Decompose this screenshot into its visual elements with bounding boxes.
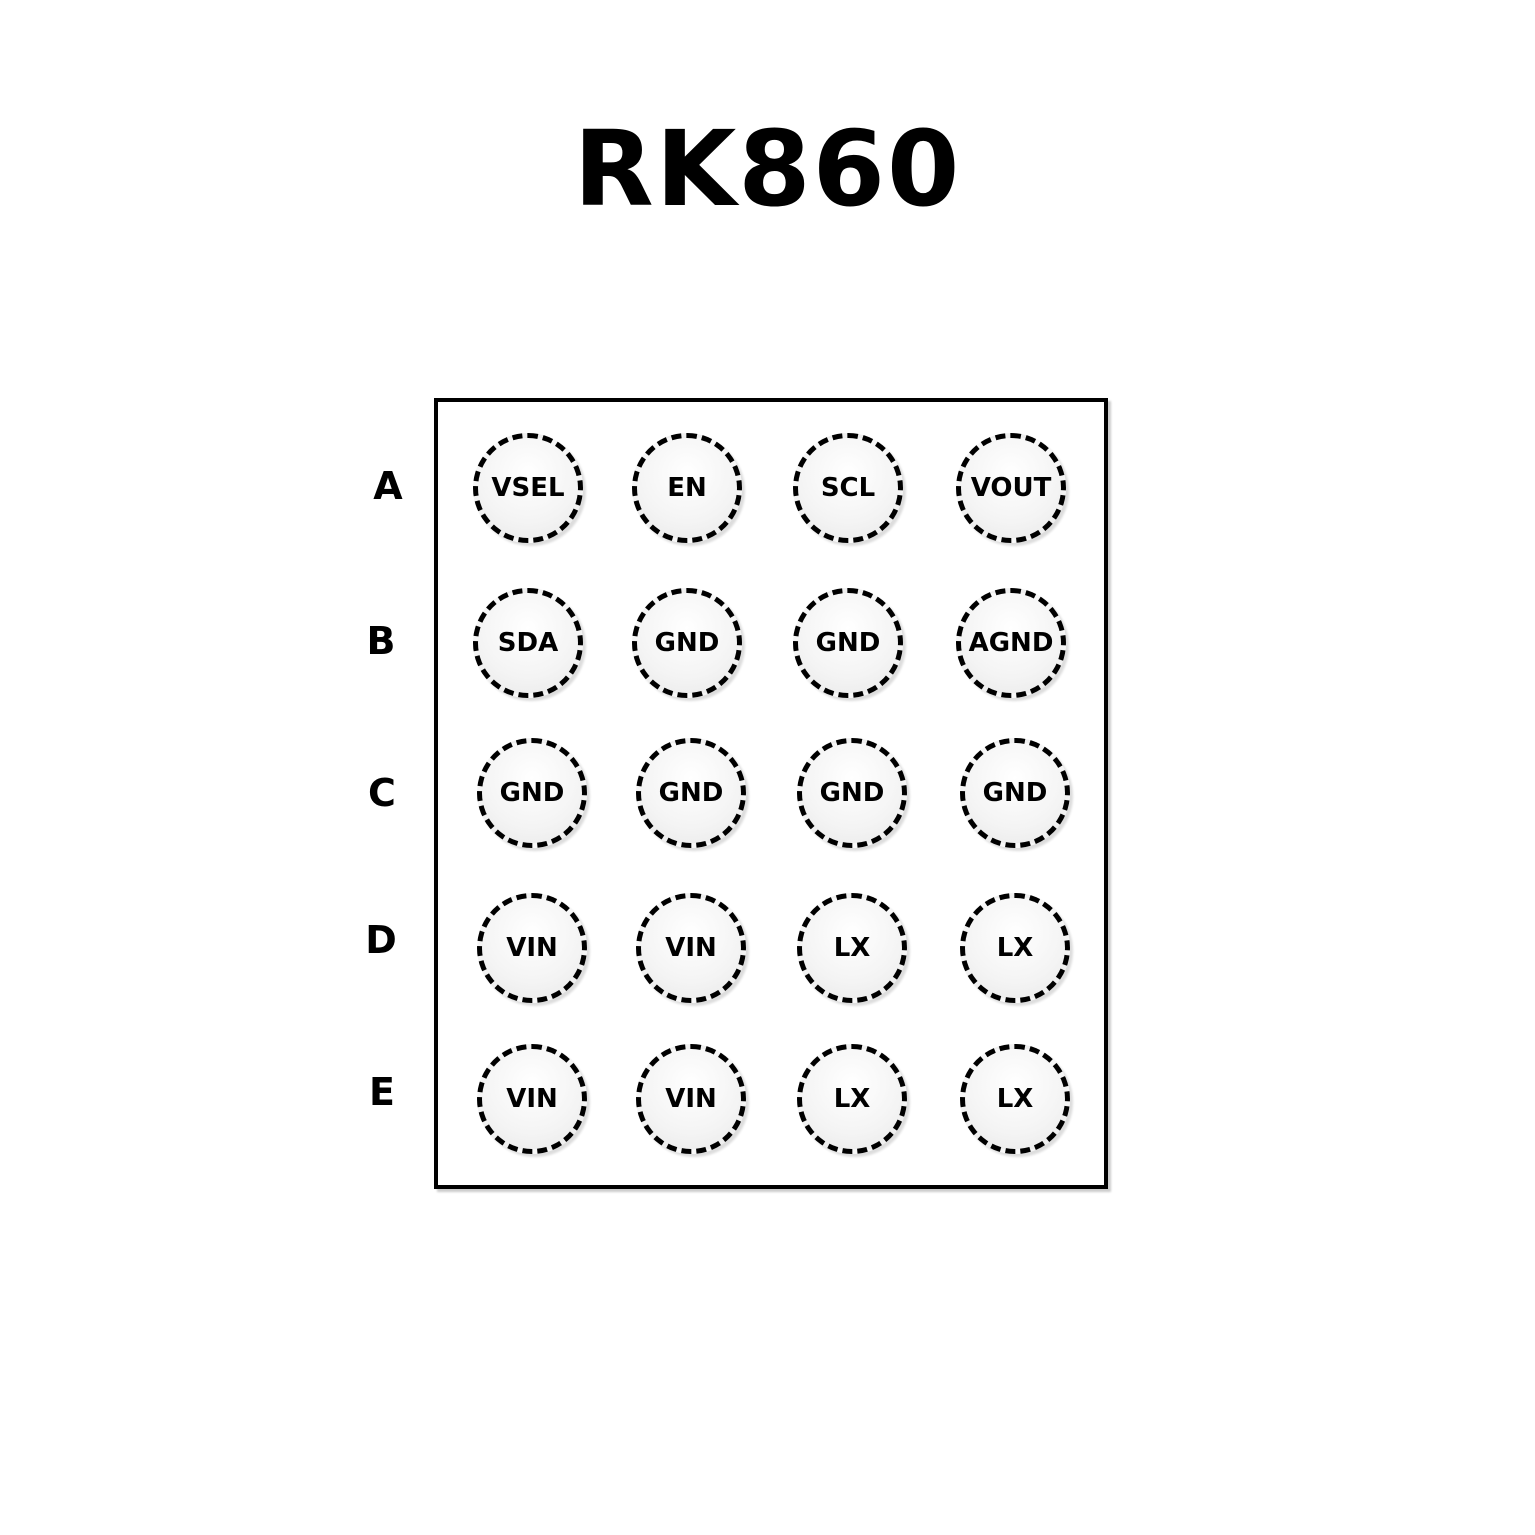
ball-a1: VSEL bbox=[473, 433, 583, 543]
ball-e1: VIN bbox=[477, 1044, 587, 1154]
row-label-a: A bbox=[373, 464, 403, 508]
ball-c3: GND bbox=[797, 738, 907, 848]
pin-name: GND bbox=[819, 778, 885, 808]
pin-name: EN bbox=[667, 473, 707, 503]
pin-name: LX bbox=[833, 933, 871, 963]
ball-e3: LX bbox=[797, 1044, 907, 1154]
ball-b2: GND bbox=[632, 588, 742, 698]
pin-name: GND bbox=[982, 778, 1048, 808]
row-label-b: B bbox=[366, 619, 396, 663]
ball-d3: LX bbox=[797, 893, 907, 1003]
pin-name: VSEL bbox=[491, 473, 565, 503]
pin-name: VIN bbox=[665, 1084, 717, 1114]
ball-c4: GND bbox=[960, 738, 1070, 848]
ball-e4: LX bbox=[960, 1044, 1070, 1154]
chip-title: RK860 bbox=[573, 108, 962, 230]
row-label-e: E bbox=[369, 1070, 395, 1114]
ball-e2: VIN bbox=[636, 1044, 746, 1154]
ball-b3: GND bbox=[793, 588, 903, 698]
pin-name: GND bbox=[654, 628, 720, 658]
ball-a2: EN bbox=[632, 433, 742, 543]
ball-c1: GND bbox=[477, 738, 587, 848]
pin-name: GND bbox=[499, 778, 565, 808]
ball-a4: VOUT bbox=[956, 433, 1066, 543]
pin-name: VIN bbox=[506, 1084, 558, 1114]
ball-d2: VIN bbox=[636, 893, 746, 1003]
pin-name: GND bbox=[815, 628, 881, 658]
package-outline bbox=[434, 398, 1108, 1189]
pin-name: VIN bbox=[665, 933, 717, 963]
ball-d4: LX bbox=[960, 893, 1070, 1003]
pin-name: VIN bbox=[506, 933, 558, 963]
pin-name: SCL bbox=[820, 473, 876, 503]
ball-c2: GND bbox=[636, 738, 746, 848]
row-label-c: C bbox=[368, 771, 396, 815]
row-label-d: D bbox=[365, 918, 397, 962]
pin-name: VOUT bbox=[970, 473, 1052, 503]
ball-a3: SCL bbox=[793, 433, 903, 543]
pin-name: SDA bbox=[497, 628, 559, 658]
pin-name: LX bbox=[833, 1084, 871, 1114]
pin-name: AGND bbox=[968, 628, 1054, 658]
ball-b4: AGND bbox=[956, 588, 1066, 698]
pin-name: GND bbox=[658, 778, 724, 808]
ball-d1: VIN bbox=[477, 893, 587, 1003]
pin-name: LX bbox=[996, 1084, 1034, 1114]
ball-b1: SDA bbox=[473, 588, 583, 698]
pin-name: LX bbox=[996, 933, 1034, 963]
